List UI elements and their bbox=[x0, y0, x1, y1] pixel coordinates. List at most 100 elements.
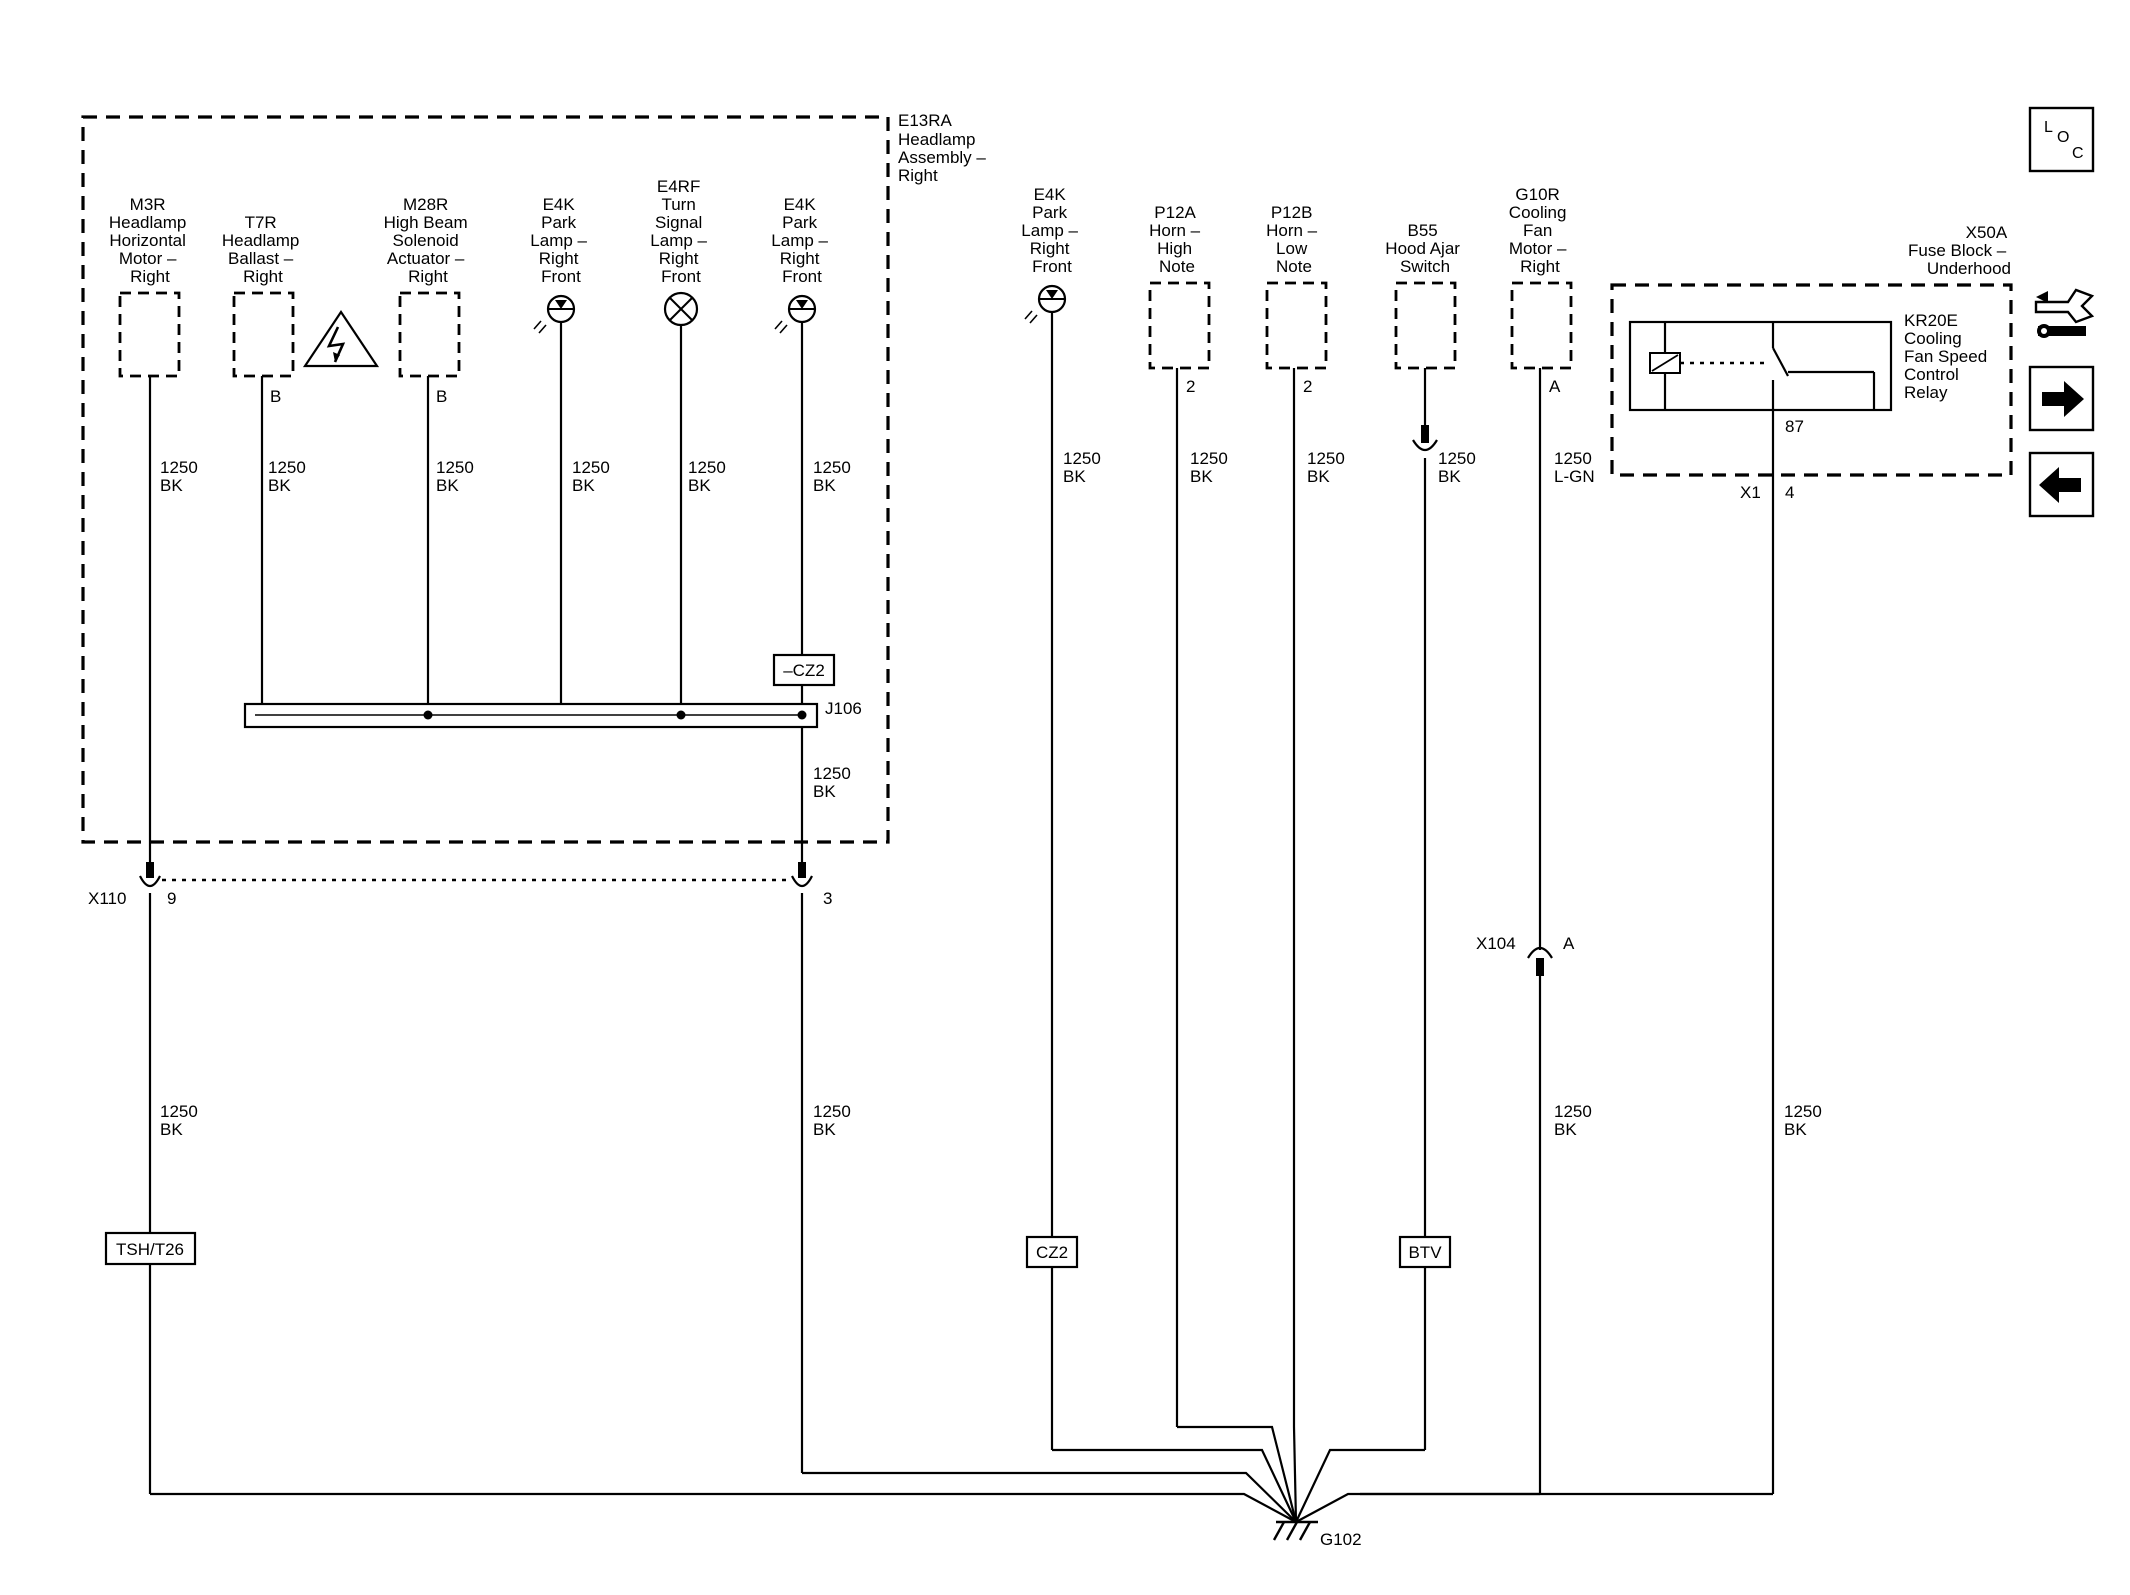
component-label-p12a: P12A Horn – High Note bbox=[1149, 203, 1205, 276]
ground-bundle bbox=[150, 1425, 1773, 1523]
component-label-b55: B55 Hood Ajar Switch bbox=[1385, 221, 1464, 276]
component-label-t7r: T7R Headlamp Ballast – Right bbox=[222, 213, 304, 286]
tag-label-tsh: TSH/T26 bbox=[116, 1240, 184, 1259]
fuse-block-connector-pin: 4 bbox=[1785, 483, 1794, 502]
svg-text:P12B Horn – Low: P12B Horn – Low Note bbox=[1266, 203, 1322, 276]
pin-label-p12b: 2 bbox=[1303, 377, 1312, 396]
connector-x104-label: X104 bbox=[1476, 934, 1516, 953]
svg-text:B55 Hood Ajar Swit: B55 Hood Ajar Switch bbox=[1385, 221, 1464, 276]
tag-box-btv bbox=[1398, 1235, 1452, 1269]
component-label-p12b: P12B Horn – Low Note bbox=[1266, 203, 1322, 276]
pin-label-t7r: B bbox=[270, 387, 281, 406]
tag-label-btv: BTV bbox=[1408, 1243, 1442, 1262]
svg-text:G10R Cooling Fan: G10R Cooling Fan Motor – Right bbox=[1509, 185, 1571, 276]
component-label-m28r: M28R High Beam Solenoid Actuator – Right bbox=[384, 195, 468, 286]
component-label-e4k-a: E4K Park Lamp – Right Front bbox=[530, 195, 591, 286]
connector-x110 bbox=[139, 850, 813, 888]
svg-text:C: C bbox=[2072, 145, 2084, 162]
park-lamp-icon bbox=[1024, 284, 1067, 324]
park-lamp-icon bbox=[774, 294, 817, 334]
component-label-e4rf: E4RF Turn Signal Lamp – Right Front bbox=[650, 177, 711, 286]
svg-text:E4RF Turn Signal: E4RF Turn Signal Lamp – Right Front bbox=[650, 177, 711, 286]
arrow-right-icon bbox=[2042, 381, 2084, 417]
component-box-g10r bbox=[1510, 281, 1573, 370]
svg-text:L: L bbox=[2044, 119, 2053, 136]
relay-label: KR20E Cooling Fan Speed Control Relay bbox=[1904, 311, 1992, 402]
component-label-g10r: G10R Cooling Fan Motor – Right bbox=[1509, 185, 1571, 276]
pin-label-g10r: A bbox=[1549, 377, 1561, 396]
connector-x110-pin: 9 bbox=[167, 889, 176, 908]
svg-text:E4K Park Lamp –: E4K Park Lamp – Right Front bbox=[771, 195, 832, 286]
high-voltage-warning-icon bbox=[302, 310, 380, 368]
next-page-button[interactable] bbox=[2028, 365, 2095, 432]
park-lamp-icon bbox=[533, 294, 576, 334]
pin-label-m28r: B bbox=[436, 387, 447, 406]
previous-page-button[interactable] bbox=[2028, 451, 2095, 518]
tag-box-tsh bbox=[104, 1231, 197, 1266]
component-box-b55 bbox=[1394, 281, 1457, 370]
svg-text:P12A Horn – High: P12A Horn – High Note bbox=[1149, 203, 1205, 276]
svg-text:T7R Headlamp Balla: T7R Headlamp Ballast – Right bbox=[222, 213, 304, 286]
component-label-m3r: M3R Headlamp Horizontal Motor – Right bbox=[109, 195, 191, 286]
connector-x104-pin: A bbox=[1563, 934, 1575, 953]
connector-x110-pin: 3 bbox=[823, 889, 832, 908]
svg-text:O: O bbox=[2057, 129, 2069, 146]
connector-x110-label: X110 bbox=[88, 889, 126, 908]
component-label-e4k-b: E4K Park Lamp – Right Front bbox=[771, 195, 832, 286]
turn-signal-lamp-icon bbox=[663, 291, 699, 327]
splice-tag-box bbox=[772, 653, 836, 687]
svg-text:M3R Headlamp Horiz: M3R Headlamp Horizontal Motor – Right bbox=[109, 195, 191, 286]
component-box-t7r bbox=[232, 291, 295, 378]
fuse-block-boundary bbox=[1610, 283, 2013, 477]
component-locator-wrench-icon[interactable] bbox=[2034, 288, 2095, 338]
component-box-m3r bbox=[118, 291, 181, 378]
splice-label: J106 bbox=[825, 699, 862, 718]
arrow-left-icon bbox=[2039, 467, 2081, 503]
location-button[interactable]: L O C bbox=[2028, 106, 2095, 173]
tag-label-cz2: CZ2 bbox=[1036, 1243, 1068, 1262]
pin-label-p12a: 2 bbox=[1186, 377, 1195, 396]
svg-text:E4K Park Lamp –: E4K Park Lamp – Right Front bbox=[1021, 185, 1082, 276]
splice-tag-label: –CZ2 bbox=[783, 661, 825, 680]
component-box-p12b bbox=[1265, 281, 1328, 370]
tag-box-cz2 bbox=[1025, 1235, 1079, 1269]
relay-pin: 87 bbox=[1785, 417, 1804, 436]
component-box-p12a bbox=[1148, 281, 1211, 370]
assembly-label: E13RA Headlamp Assembly – Right bbox=[898, 111, 991, 185]
ground-label: G102 bbox=[1320, 1530, 1362, 1549]
component-label-e4k-c: E4K Park Lamp – Right Front bbox=[1021, 185, 1082, 276]
svg-text:E4K Park Lamp –: E4K Park Lamp – Right Front bbox=[530, 195, 591, 286]
fuse-block-label: X50A Fuse Block – Underhood bbox=[1908, 223, 2011, 278]
relay-kr20e bbox=[1628, 320, 1893, 412]
component-box-m28r bbox=[398, 291, 461, 378]
